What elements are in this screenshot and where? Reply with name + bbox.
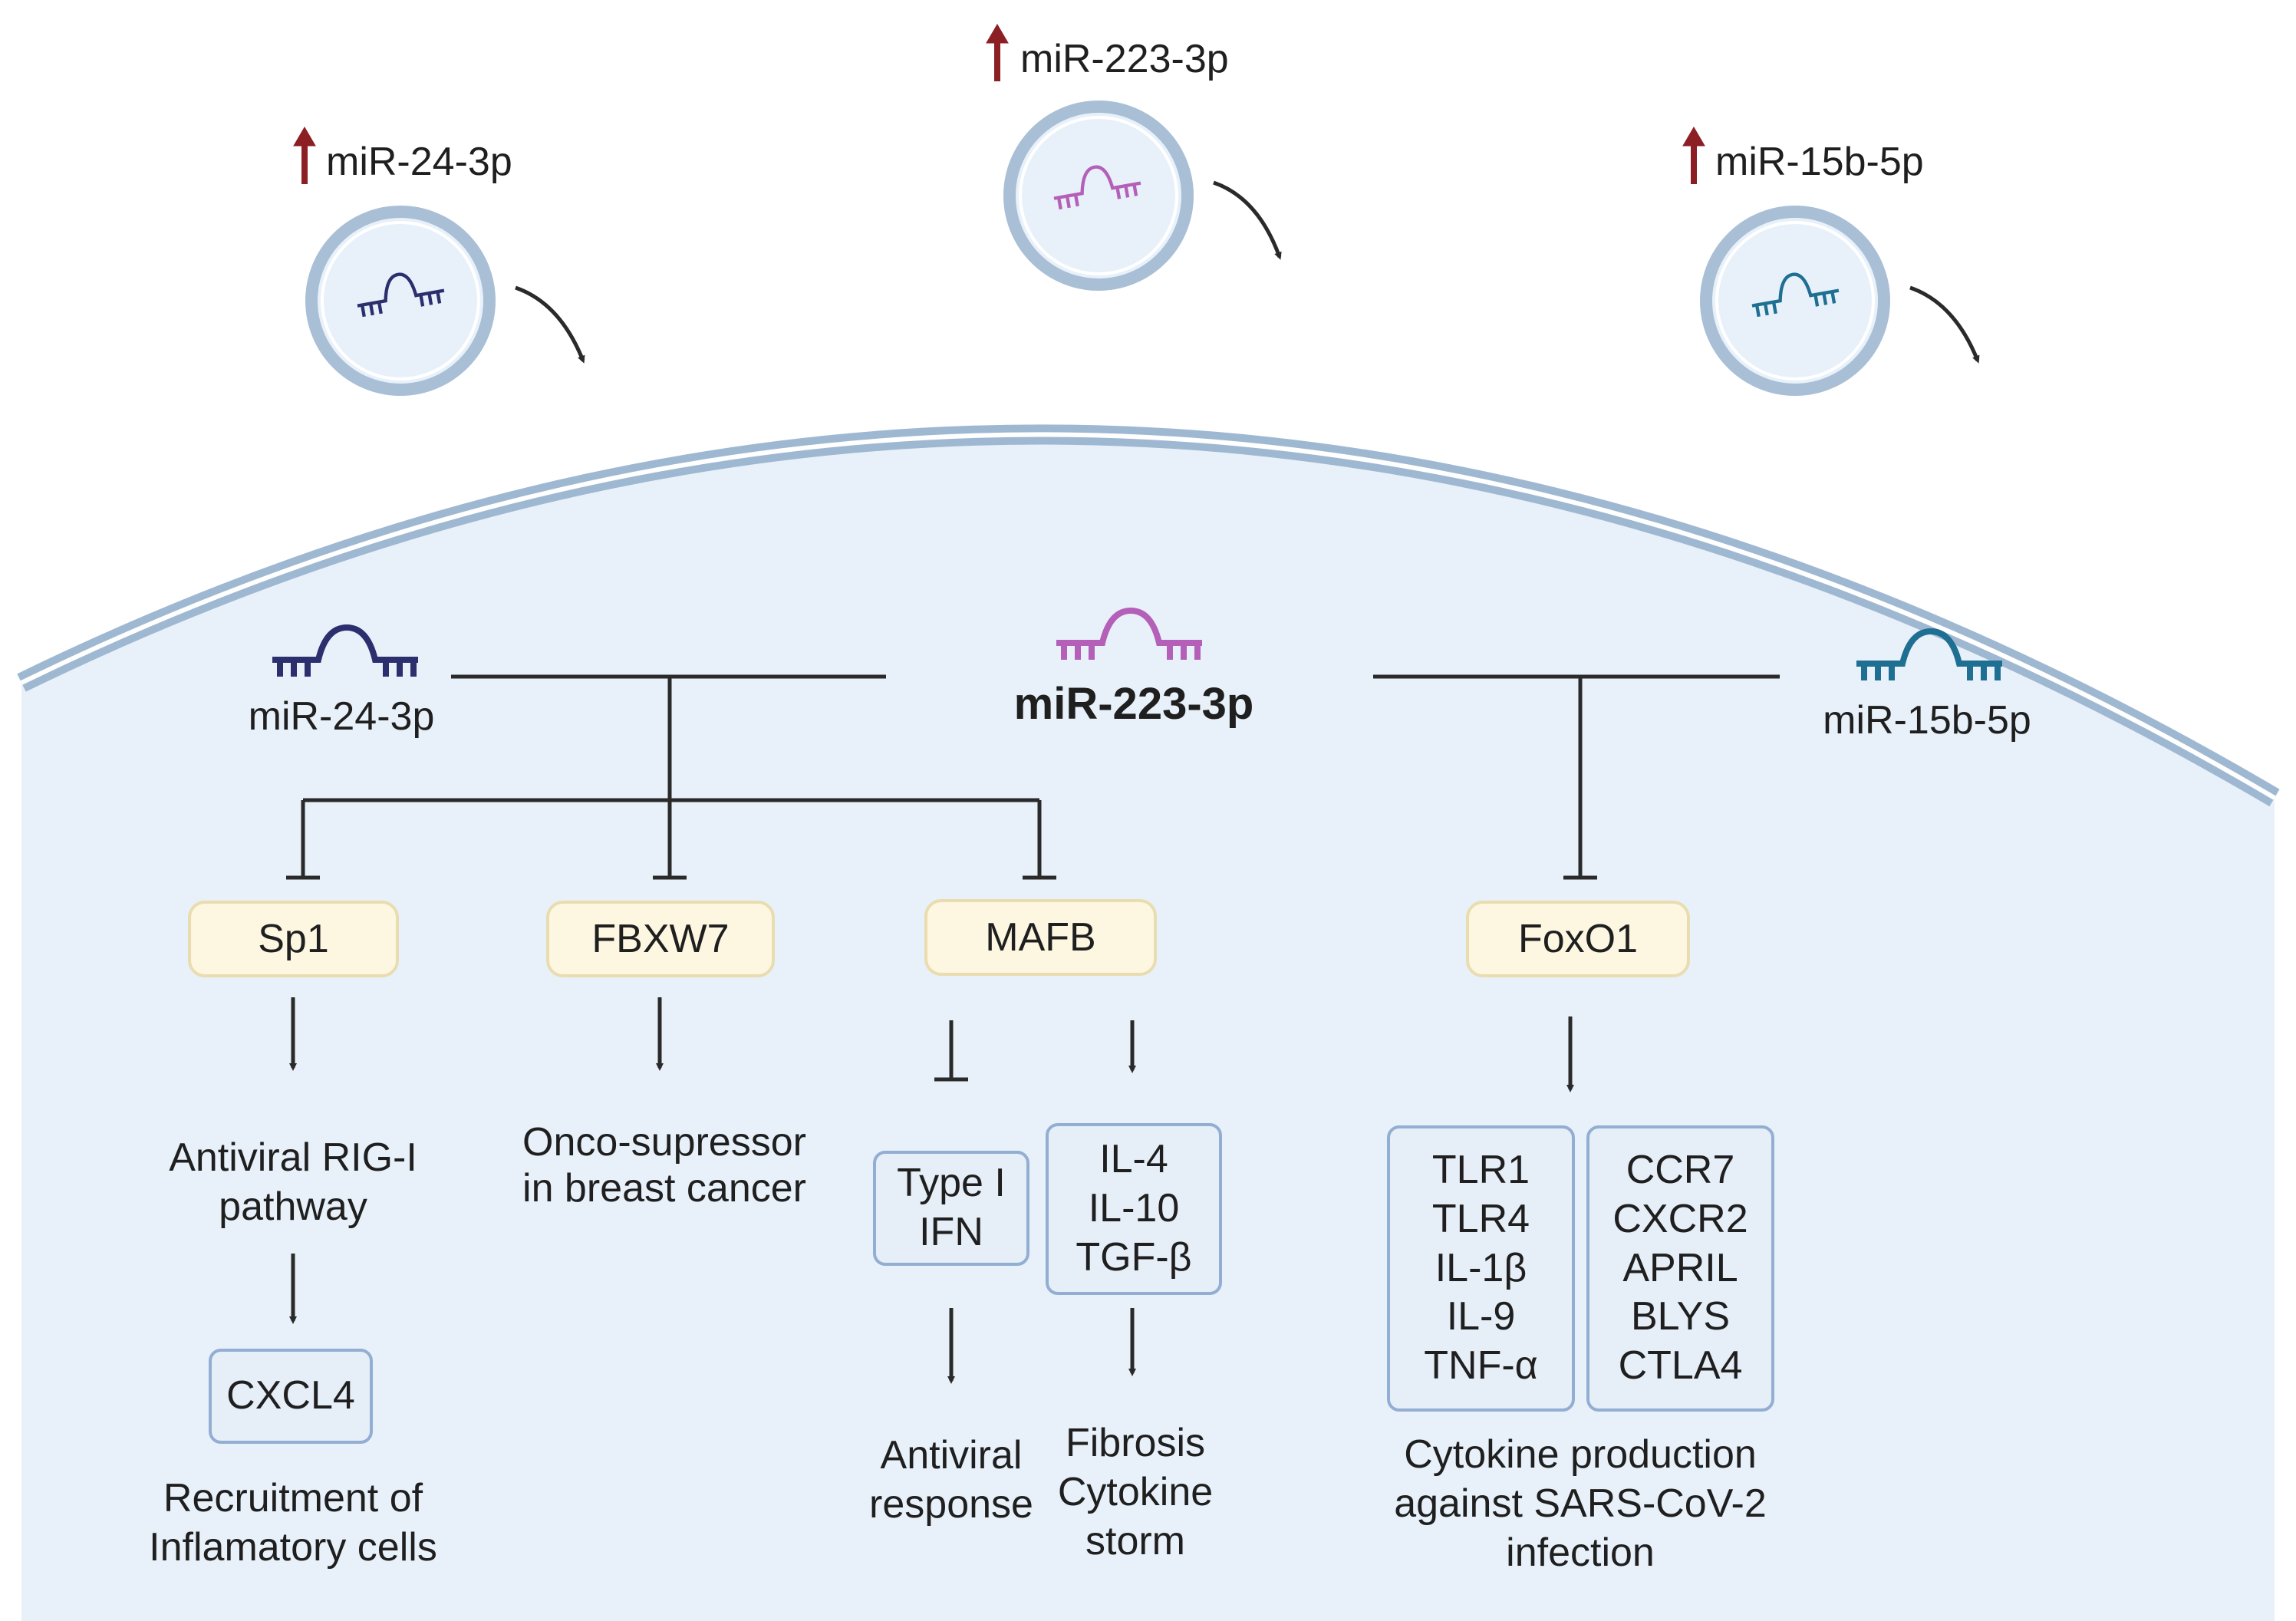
box-line: CXCR2 bbox=[1612, 1196, 1748, 1241]
box-line: IL-4 bbox=[1099, 1137, 1168, 1182]
exosome-center bbox=[1003, 100, 1194, 291]
outcome-text: Cytokine production bbox=[1404, 1432, 1757, 1477]
exosome-label: miR-15b-5p bbox=[1715, 140, 1924, 184]
box-line: TLR4 bbox=[1431, 1196, 1530, 1241]
box-line: CTLA4 bbox=[1618, 1343, 1743, 1389]
outcome-text: Fibrosis bbox=[1065, 1421, 1206, 1465]
outcome-text: storm bbox=[1085, 1519, 1185, 1563]
target-box-foxo1: FoxO1 bbox=[1466, 901, 1690, 977]
box-line: APRIL bbox=[1622, 1245, 1738, 1290]
box-line: IL-9 bbox=[1446, 1294, 1516, 1339]
entry-arrow-icon bbox=[515, 285, 585, 364]
cytokine-box-ccr: CCR7 CXCR2 APRIL BLYS CTLA4 bbox=[1586, 1125, 1774, 1412]
outcome-text: against SARS-CoV-2 bbox=[1394, 1481, 1767, 1526]
outcome-text: Cytokine bbox=[1057, 1470, 1214, 1514]
cytokine-box-il: IL-4 IL-10 TGF-β bbox=[1046, 1123, 1222, 1295]
outcome-text: infection bbox=[1506, 1530, 1655, 1575]
inhibition-connectors bbox=[286, 674, 1780, 880]
box-line: IL-1β bbox=[1435, 1245, 1527, 1290]
type-i-ifn-box: Type I IFN bbox=[873, 1151, 1029, 1266]
cytokine-box-tlr: TLR1 TLR4 IL-1β IL-9 TNF-α bbox=[1387, 1125, 1575, 1412]
mirna-label-right: miR-15b-5p bbox=[1823, 698, 2031, 743]
exosome-left bbox=[305, 206, 496, 396]
outcome-text: Antiviral bbox=[880, 1433, 1023, 1478]
pathway-arrows bbox=[289, 997, 1574, 1384]
mirna-hairpin-icon bbox=[1056, 607, 1202, 660]
outcome-text: in breast cancer bbox=[522, 1166, 806, 1211]
cytokine-box-cxcl4: CXCL4 bbox=[209, 1349, 373, 1444]
outcome-text: Antiviral RIG-I bbox=[169, 1135, 417, 1180]
target-box-sp1: Sp1 bbox=[188, 901, 399, 977]
mirna-label-left: miR-24-3p bbox=[248, 694, 435, 739]
mirna-hairpin-icon bbox=[357, 272, 445, 318]
outcome-text: pathway bbox=[219, 1184, 367, 1229]
target-box-fbxw7: FBXW7 bbox=[546, 901, 775, 977]
exosome-label: miR-223-3p bbox=[1020, 37, 1229, 81]
mirna-hairpin-icon bbox=[272, 624, 418, 677]
exosome-right bbox=[1700, 206, 1890, 396]
target-box-mafb: MAFB bbox=[924, 899, 1157, 976]
outcome-text: response bbox=[869, 1482, 1033, 1527]
box-line: Type I bbox=[897, 1161, 1006, 1206]
box-line: CCR7 bbox=[1626, 1147, 1735, 1192]
entry-arrow-icon bbox=[1213, 180, 1282, 260]
mirna-hairpin-icon bbox=[1751, 272, 1840, 318]
box-line: BLYS bbox=[1630, 1294, 1731, 1339]
box-line: IL-10 bbox=[1088, 1186, 1180, 1231]
outcome-text: Onco-supressor bbox=[522, 1120, 806, 1165]
box-line: TLR1 bbox=[1431, 1147, 1530, 1192]
box-line: IFN bbox=[919, 1210, 983, 1254]
upregulated-arrow-icon bbox=[293, 24, 1705, 184]
entry-arrow-icon bbox=[1909, 285, 1980, 364]
mirna-hairpin-icon bbox=[1856, 628, 2002, 680]
cytokine-name: CXCL4 bbox=[226, 1373, 355, 1418]
mirna-hairpin-icon bbox=[1053, 165, 1141, 210]
outcome-text: Recruitment of bbox=[163, 1476, 423, 1521]
box-line: TNF-α bbox=[1424, 1343, 1538, 1389]
exosome-label: miR-24-3p bbox=[326, 140, 512, 184]
mirna-label-center: miR-223-3p bbox=[1013, 679, 1254, 729]
outcome-text: Inflamatory cells bbox=[149, 1525, 437, 1570]
box-line: TGF-β bbox=[1076, 1234, 1192, 1280]
